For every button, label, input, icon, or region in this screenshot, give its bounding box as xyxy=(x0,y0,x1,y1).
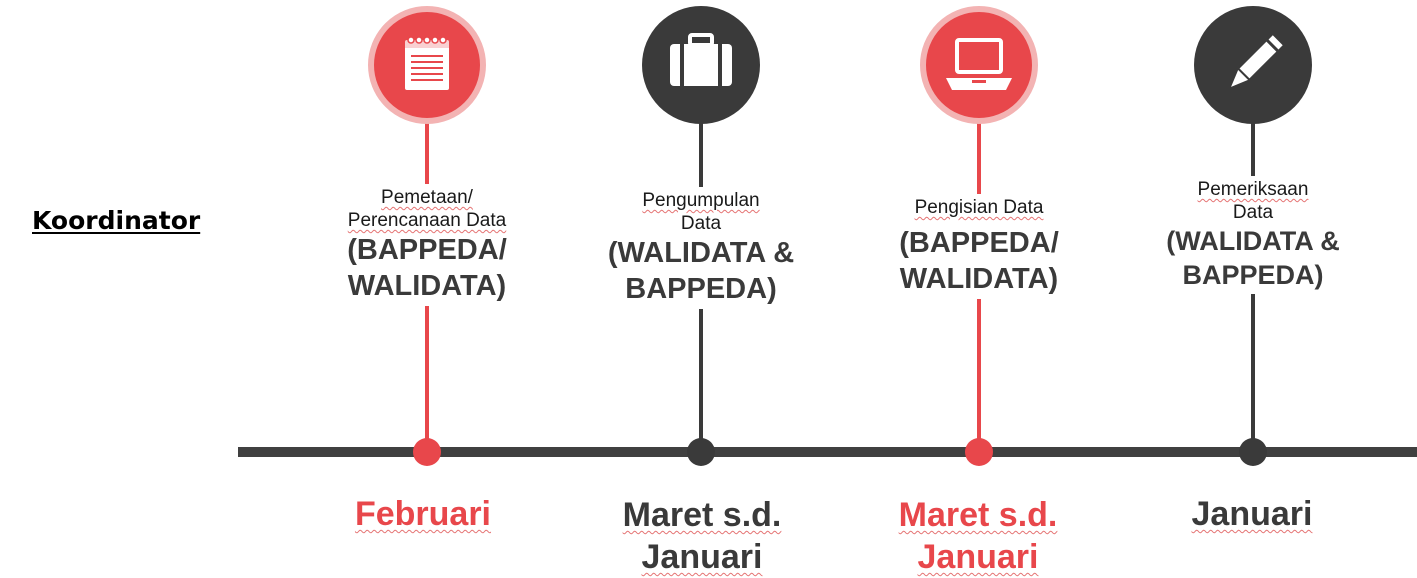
notepad-icon xyxy=(368,6,486,124)
stage-4-coordinator-line2: BAPPEDA) xyxy=(1182,260,1324,290)
stage-3-period-line1: Maret s.d. xyxy=(898,496,1058,534)
stage-2-period-line2: Januari xyxy=(641,538,763,576)
stage-3-coordinator-line2: WALIDATA) xyxy=(899,263,1059,295)
stage-1-dot xyxy=(413,438,441,466)
stage-2-coordinator-line2: BAPPEDA) xyxy=(625,273,777,305)
stage-2-period: Maret s.d. Januari xyxy=(562,494,842,578)
stage-2-period-line1: Maret s.d. xyxy=(622,496,782,534)
stage-1-label: Pemetaan/ Perencanaan Data (BAPPEDA/ WAL… xyxy=(287,184,567,306)
stage-4-title-line1: Pemeriksaan xyxy=(1197,179,1309,200)
stage-1-title-line1: Pemetaan/ xyxy=(381,187,473,208)
stage-2-dot xyxy=(687,438,715,466)
briefcase-icon xyxy=(642,6,760,124)
stage-1-coordinator-line2: WALIDATA) xyxy=(347,270,507,302)
stage-4-period: Januari xyxy=(1112,493,1392,535)
stage-2-label: Pengumpulan Data (WALIDATA & BAPPEDA) xyxy=(561,187,841,309)
stage-4-title-line2: Data xyxy=(1232,202,1274,223)
stage-3-dot xyxy=(965,438,993,466)
stage-1-coordinator-line1: (BAPPEDA/ xyxy=(347,234,507,266)
stage-3-period-line2: Januari xyxy=(917,538,1039,576)
stage-4-label: Pemeriksaan Data (WALIDATA & BAPPEDA) xyxy=(1113,176,1393,294)
laptop-icon xyxy=(920,6,1038,124)
stage-3-label: Pengisian Data (BAPPEDA/ WALIDATA) xyxy=(839,194,1119,299)
pencil-icon xyxy=(1194,6,1312,124)
stage-1-title-line2: Perencanaan Data xyxy=(347,210,507,231)
stage-4-dot xyxy=(1239,438,1267,466)
stage-2-title-line2: Data xyxy=(680,213,722,234)
side-label-koordinator: Koordinator xyxy=(32,206,201,235)
stage-4-period-line1: Januari xyxy=(1191,495,1313,533)
stage-3-coordinator-line1: (BAPPEDA/ xyxy=(899,227,1059,259)
stage-1-period-line1: Februari xyxy=(354,495,492,533)
stage-3-period: Maret s.d. Januari xyxy=(838,494,1118,578)
stage-3-title-line1: Pengisian Data xyxy=(914,197,1044,218)
stage-1-period: Februari xyxy=(283,493,563,535)
stage-2-title-line1: Pengumpulan xyxy=(642,190,760,211)
stage-4-coordinator-line1: (WALIDATA & xyxy=(1166,226,1340,256)
stage-2-coordinator-line1: (WALIDATA & xyxy=(607,237,795,269)
